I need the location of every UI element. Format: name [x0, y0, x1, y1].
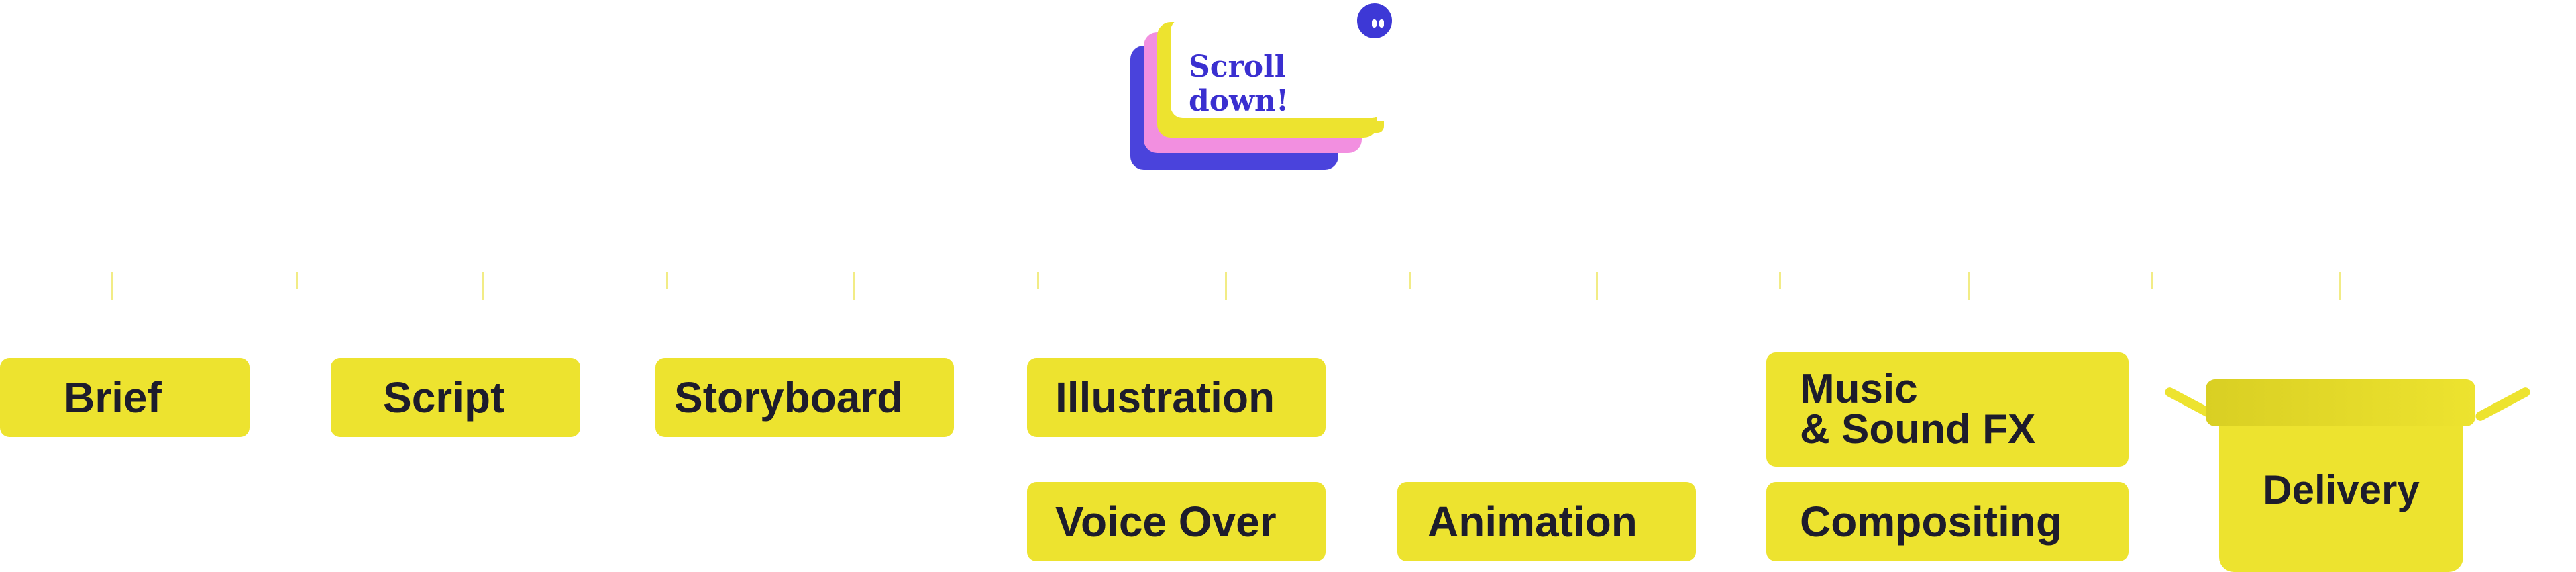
timeline-tick [1225, 272, 1227, 300]
step-label: Script [383, 373, 505, 422]
timeline-tick [296, 272, 298, 289]
step-delivery[interactable]: Delivery [2159, 376, 2532, 572]
mascot-eye-icon [1379, 19, 1384, 28]
mascot-face-icon [1354, 0, 1395, 42]
step-music-sound-fx[interactable]: Music & Sound FX [1766, 352, 2129, 467]
timeline-tick [2339, 272, 2341, 300]
step-compositing[interactable]: Compositing [1766, 482, 2129, 561]
step-script[interactable]: Script [331, 358, 580, 437]
step-label-line2: & Sound FX [1800, 406, 2036, 452]
step-brief[interactable]: Brief [0, 358, 250, 437]
timeline-tick [666, 272, 668, 289]
step-storyboard[interactable]: Storyboard [655, 358, 954, 437]
box-lid [2206, 379, 2475, 426]
timeline-tick [1968, 272, 1970, 300]
step-animation[interactable]: Animation [1397, 482, 1696, 561]
step-voice-over[interactable]: Voice Over [1027, 482, 1326, 561]
card-tail [1173, 121, 1384, 133]
timeline-tick [2151, 272, 2153, 289]
timeline-tick [482, 272, 484, 300]
box-flap-right [2473, 385, 2532, 423]
step-label-line1: Music [1800, 366, 1918, 412]
card-face [1171, 19, 1384, 118]
timeline-tick [1596, 272, 1598, 300]
step-label: Delivery [2263, 467, 2420, 512]
step-illustration[interactable]: Illustration [1027, 358, 1326, 437]
timeline-tick [853, 272, 855, 300]
scroll-hint-label: Scroll down! [1189, 50, 1289, 118]
timeline-tick [1779, 272, 1781, 289]
timeline-tick [111, 272, 113, 300]
step-label: Brief [64, 373, 162, 422]
scroll-hint-card [1130, 19, 1384, 173]
timeline-tick [1409, 272, 1411, 289]
timeline-tick [1037, 272, 1039, 289]
step-label: Compositing [1800, 497, 2063, 546]
step-label: Voice Over [1055, 497, 1277, 546]
mascot-eye-icon [1372, 19, 1377, 28]
step-label: Animation [1428, 497, 1638, 546]
step-label: Illustration [1055, 373, 1275, 422]
step-label: Storyboard [674, 373, 904, 422]
